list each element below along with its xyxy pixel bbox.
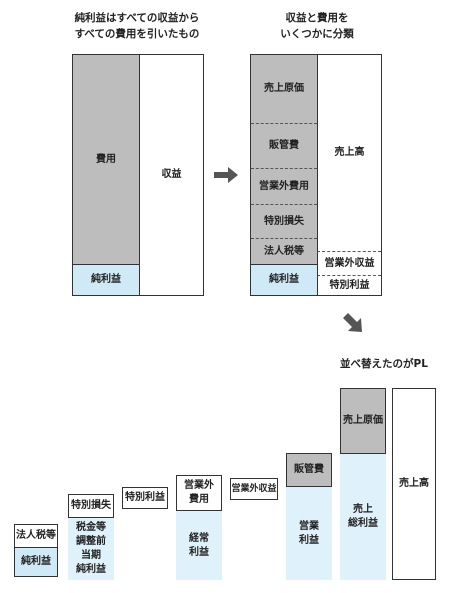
pl-sales: 売上高 bbox=[392, 388, 436, 580]
pl-extraordinary-gain: 特別利益 bbox=[122, 487, 168, 509]
pl-pretax-income: 税金等 調整前 当期 純利益 bbox=[68, 518, 114, 580]
expense-block: 費用 bbox=[73, 55, 139, 264]
pl-operating-income: 営業 利益 bbox=[286, 487, 332, 580]
corporate-tax-block: 法人税等 bbox=[251, 238, 317, 264]
statement-classified: 売上原価 販管費 営業外費用 特別損失 法人税等 純利益 売上高 営業外収益 特… bbox=[250, 54, 382, 296]
caption-pl: 並べ替えたのがPL bbox=[340, 358, 428, 370]
net-income-block: 純利益 bbox=[73, 264, 139, 295]
statement-simple: 費用 純利益 収益 bbox=[72, 54, 204, 296]
pl-sga: 販管費 bbox=[286, 453, 332, 487]
non-operating-expense-block: 営業外費用 bbox=[251, 168, 317, 204]
revenue-block: 収益 bbox=[139, 55, 203, 295]
sales-block: 売上高 bbox=[317, 55, 381, 251]
sga-block: 販管費 bbox=[251, 123, 317, 168]
pl-cost-of-sales: 売上原価 bbox=[340, 388, 386, 454]
arrow-right-icon bbox=[214, 167, 238, 183]
caption-net-income-definition: 純利益はすべての収益から すべての費用を引いたもの bbox=[74, 12, 200, 40]
extraordinary-gain-block: 特別利益 bbox=[317, 275, 381, 295]
extraordinary-loss-block: 特別損失 bbox=[251, 204, 317, 238]
pl-net-income: 純利益 bbox=[14, 547, 58, 577]
pl-corporate-tax: 法人税等 bbox=[14, 524, 58, 548]
pl-extraordinary-loss: 特別損失 bbox=[68, 494, 114, 518]
non-operating-income-block: 営業外収益 bbox=[317, 251, 381, 275]
pl-non-operating-expense: 営業外 費用 bbox=[176, 475, 222, 511]
pl-gross-profit: 売上 総利益 bbox=[340, 454, 386, 580]
net-income-block: 純利益 bbox=[251, 264, 317, 295]
pl-non-operating-income: 営業外収益 bbox=[230, 478, 278, 500]
caption-classification: 収益と費用を いくつかに分類 bbox=[280, 12, 354, 40]
arrow-down-right-icon bbox=[343, 313, 362, 332]
cost-of-sales-block: 売上原価 bbox=[264, 83, 304, 94]
expense-column bbox=[251, 55, 317, 264]
pl-ordinary-income: 経常 利益 bbox=[176, 511, 222, 580]
